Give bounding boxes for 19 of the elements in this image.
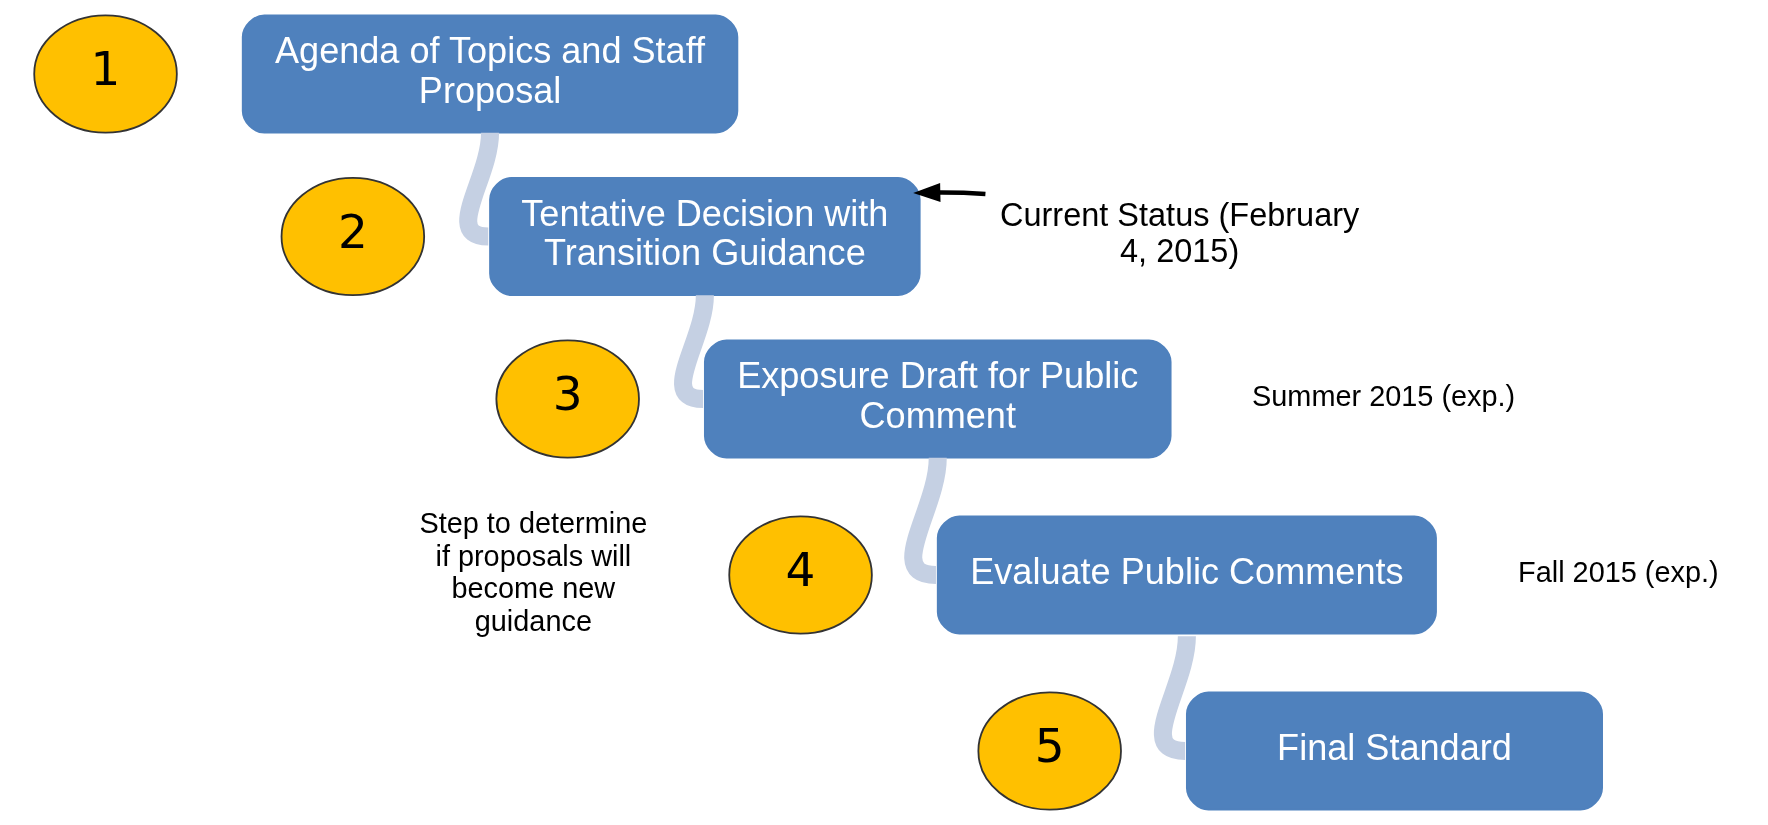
- connector: [1153, 635, 1196, 760]
- arrow: [912, 182, 986, 202]
- node-ellipse: 2: [280, 176, 425, 297]
- connector: [458, 131, 499, 246]
- node-ellipse: 3: [494, 339, 640, 459]
- node-box: Evaluate Public Comments: [936, 515, 1437, 635]
- connector: [903, 456, 947, 584]
- node-box: Exposure Draft for Public Comment: [703, 339, 1172, 459]
- node-label: Fall 2015 (exp.): [1517, 555, 1719, 588]
- node-box: Agenda of Topics and Staff Proposal: [241, 14, 738, 134]
- node-box: Tentative Decision with Transition Guidance: [488, 176, 921, 297]
- connector: [673, 294, 714, 408]
- node-ellipse: 5: [976, 691, 1122, 811]
- node-box: Final Standard: [1185, 691, 1603, 811]
- node-text: Current Status (February 4, 2015): [999, 197, 1359, 270]
- node-label: Summer 2015 (exp.): [1251, 379, 1515, 412]
- node-ellipse: 4: [727, 515, 873, 635]
- label: Step to determine if proposals will become new guidance: [418, 507, 647, 637]
- node-ellipse: 1: [32, 14, 178, 134]
